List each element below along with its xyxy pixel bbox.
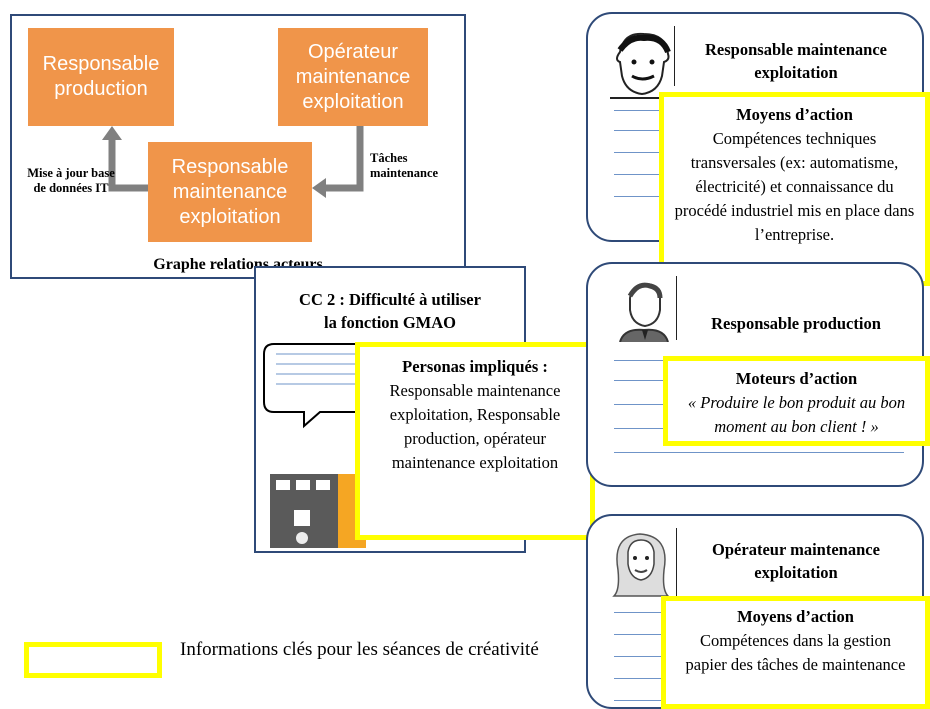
node-operateur-maintenance: Opérateur maintenance exploitation: [278, 28, 428, 126]
arrow-taches-maintenance: [318, 126, 364, 192]
cc2-title-line2: la fonction GMAO: [324, 313, 456, 333]
persona2-box-heading: Moteurs d’action: [735, 369, 858, 388]
arrow-head-left: [102, 126, 122, 140]
legend-text: Informations clés pour les séances de cr…: [180, 639, 539, 660]
persona3-line: [614, 700, 668, 701]
persona1-title: Responsable maintenance exploitation: [705, 40, 887, 83]
persona2-line: [614, 452, 904, 453]
storyboard-thumbnail-1: [270, 474, 338, 548]
node-responsable-production: Responsable production: [28, 28, 174, 126]
personas-list: Responsable maintenance exploitation, Re…: [389, 380, 561, 472]
arrow-head-right: [312, 178, 326, 198]
relation-arrows: [102, 126, 364, 198]
persona2-line: [614, 428, 674, 429]
persona2-title: Responsable production: [711, 314, 881, 333]
personas-heading: Personas impliqués :: [402, 357, 548, 376]
persona2-divider: [676, 276, 677, 340]
persona1-line: [614, 110, 666, 111]
persona1-line: [614, 174, 666, 175]
persona3-line: [614, 634, 668, 635]
persona1-line: [614, 152, 666, 153]
persona-avatar-2-icon: [619, 282, 669, 342]
cc2-title: CC 2 : Difficulté à utiliser la fonction…: [256, 288, 524, 334]
arrow-mise-a-jour: [108, 136, 148, 192]
persona3-line: [614, 656, 668, 657]
label-taches-maintenance: Tâches maintenance: [370, 151, 439, 180]
persona1-line: [614, 196, 666, 197]
label-mise-a-jour: Mise à jour base de données IT: [27, 166, 115, 195]
persona1-box-text: Compétences techniques transversales (ex…: [674, 128, 915, 244]
node-responsable-maintenance: Responsable maintenance exploitation: [148, 142, 312, 242]
persona-avatar-3-icon: [612, 533, 670, 597]
persona-avatar-1-icon: [610, 32, 674, 99]
persona3-divider: [676, 528, 677, 598]
persona3-line: [614, 678, 668, 679]
persona1-line: [614, 130, 666, 131]
persona2-line: [614, 404, 674, 405]
persona3-line: [614, 612, 668, 613]
cc2-title-line1: CC 2 : Difficulté à utiliser: [299, 290, 481, 309]
persona3-key-info-box: Moyens d’action Compétences dans la gest…: [661, 596, 930, 709]
persona2-box-text: « Produire le bon produit au bon moment …: [687, 392, 906, 436]
actor-relations-graph: Responsable production Opérateur mainten…: [10, 14, 466, 279]
persona1-key-info-box: Moyens d’action Compétences techniques t…: [659, 92, 930, 286]
legend-yellow-swatch: [24, 642, 162, 678]
persona3-box-heading: Moyens d’action: [737, 607, 854, 626]
persona1-divider: [674, 26, 675, 86]
persona2-key-info-box: Moteurs d’action « Produire le bon produ…: [663, 356, 930, 446]
persona3-title: Opérateur maintenance exploitation: [712, 540, 880, 583]
persona3-box-text: Compétences dans la gestion papier des t…: [685, 630, 906, 674]
persona1-box-heading: Moyens d’action: [736, 105, 853, 124]
personas-key-info-box: Personas impliqués : Responsable mainten…: [355, 342, 595, 540]
persona2-line: [614, 380, 674, 381]
